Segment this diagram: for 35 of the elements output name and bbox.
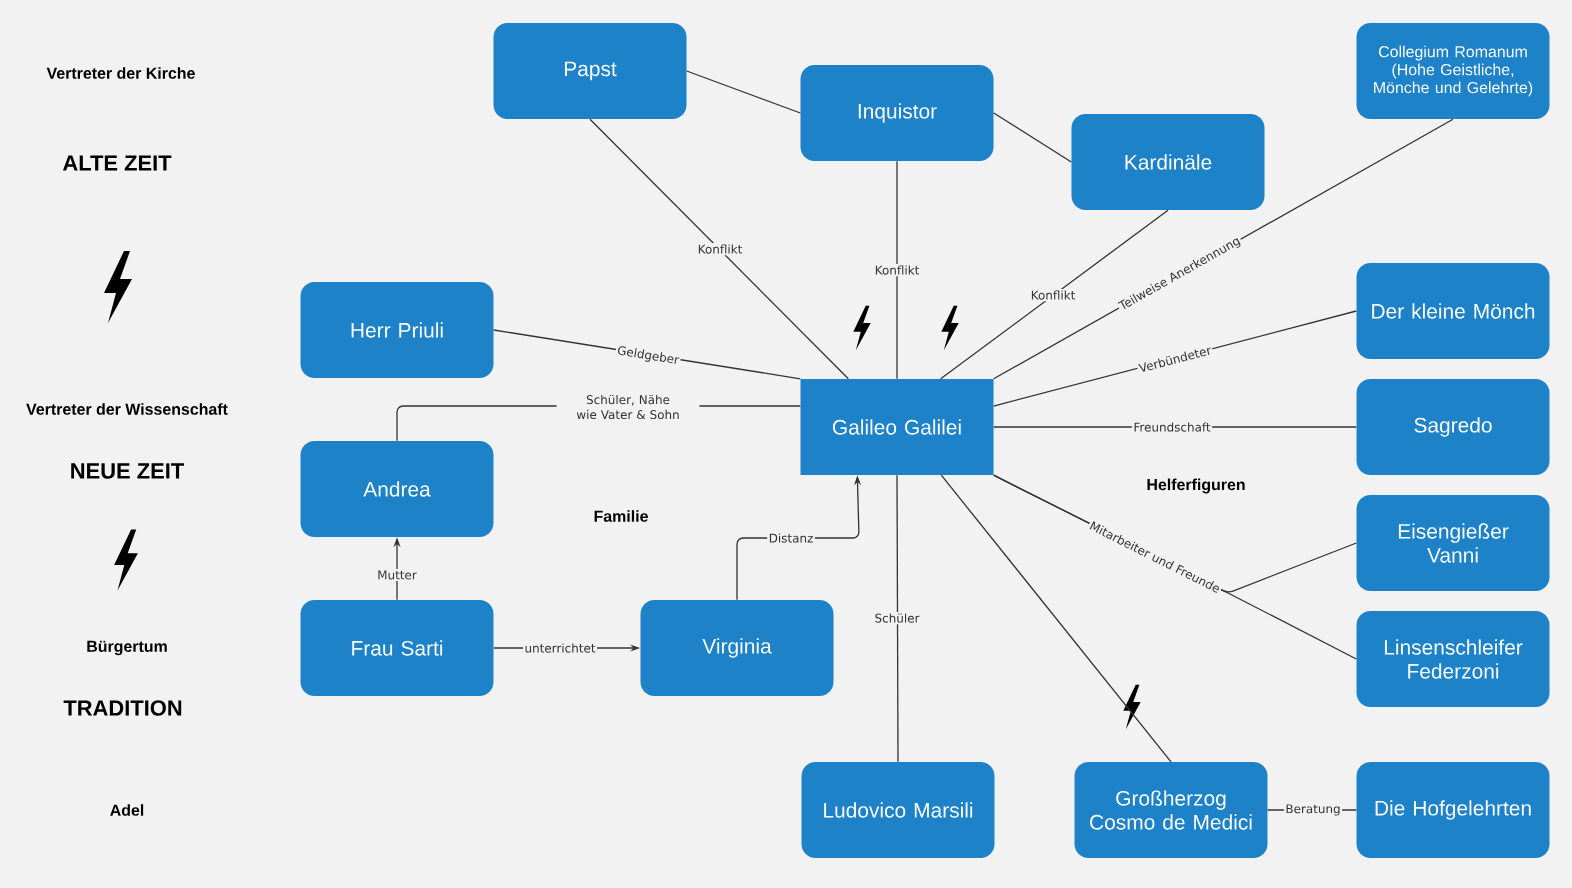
character-box: Ludovico Marsili — [801, 762, 995, 858]
edge-label: Mutter — [375, 569, 419, 581]
edge-label: Schüler, Nähe wie Vater & Sohn — [556, 393, 700, 421]
character-box: Collegium Romanum (Hohe Geistliche, Mönche und Gelehrte) — [1356, 23, 1550, 119]
heading-text: Vertreter der Wissenschaft — [26, 403, 228, 415]
heading-text: ALTE ZEIT — [62, 155, 172, 171]
character-box: Großherzog Cosmo de Medici — [1074, 762, 1268, 858]
heading-text: Familie — [594, 510, 648, 522]
character-box: Sagredo — [1356, 379, 1550, 475]
connector-line — [589, 118, 849, 380]
heading-text: NEUE ZEIT — [71, 463, 184, 479]
connector-line — [896, 160, 898, 380]
character-box: Der kleine Mönch — [1356, 263, 1550, 359]
character-box: Linsenschleifer Federzoni — [1356, 611, 1550, 707]
character-box: Eisengießer Vanni — [1356, 495, 1550, 591]
heading-text: Adel — [110, 804, 144, 816]
character-box: Galileo Galilei — [800, 379, 994, 475]
character-box: Papst — [493, 23, 687, 119]
character-box: Andrea — [300, 441, 494, 537]
edge-label: Geldgeber — [614, 343, 682, 369]
connector-line — [686, 70, 801, 114]
heading-text: TRADITION — [63, 700, 182, 716]
character-box: Herr Priuli — [300, 282, 494, 378]
character-box: Virginia — [640, 600, 834, 696]
connector-line — [993, 112, 1072, 163]
heading-text: Vertreter der Kirche — [46, 67, 195, 79]
character-box: Die Hofgelehrten — [1356, 762, 1550, 858]
heading-text: Helferfiguren — [1147, 478, 1245, 494]
character-box: Frau Sarti — [300, 600, 494, 696]
connector-line — [940, 209, 1169, 380]
heading-text: Bürgertum — [87, 640, 167, 656]
connector-line — [940, 474, 1172, 763]
character-box: Kardinäle — [1071, 114, 1265, 210]
connector-line — [896, 474, 899, 763]
character-box: Inquistor — [800, 65, 994, 161]
